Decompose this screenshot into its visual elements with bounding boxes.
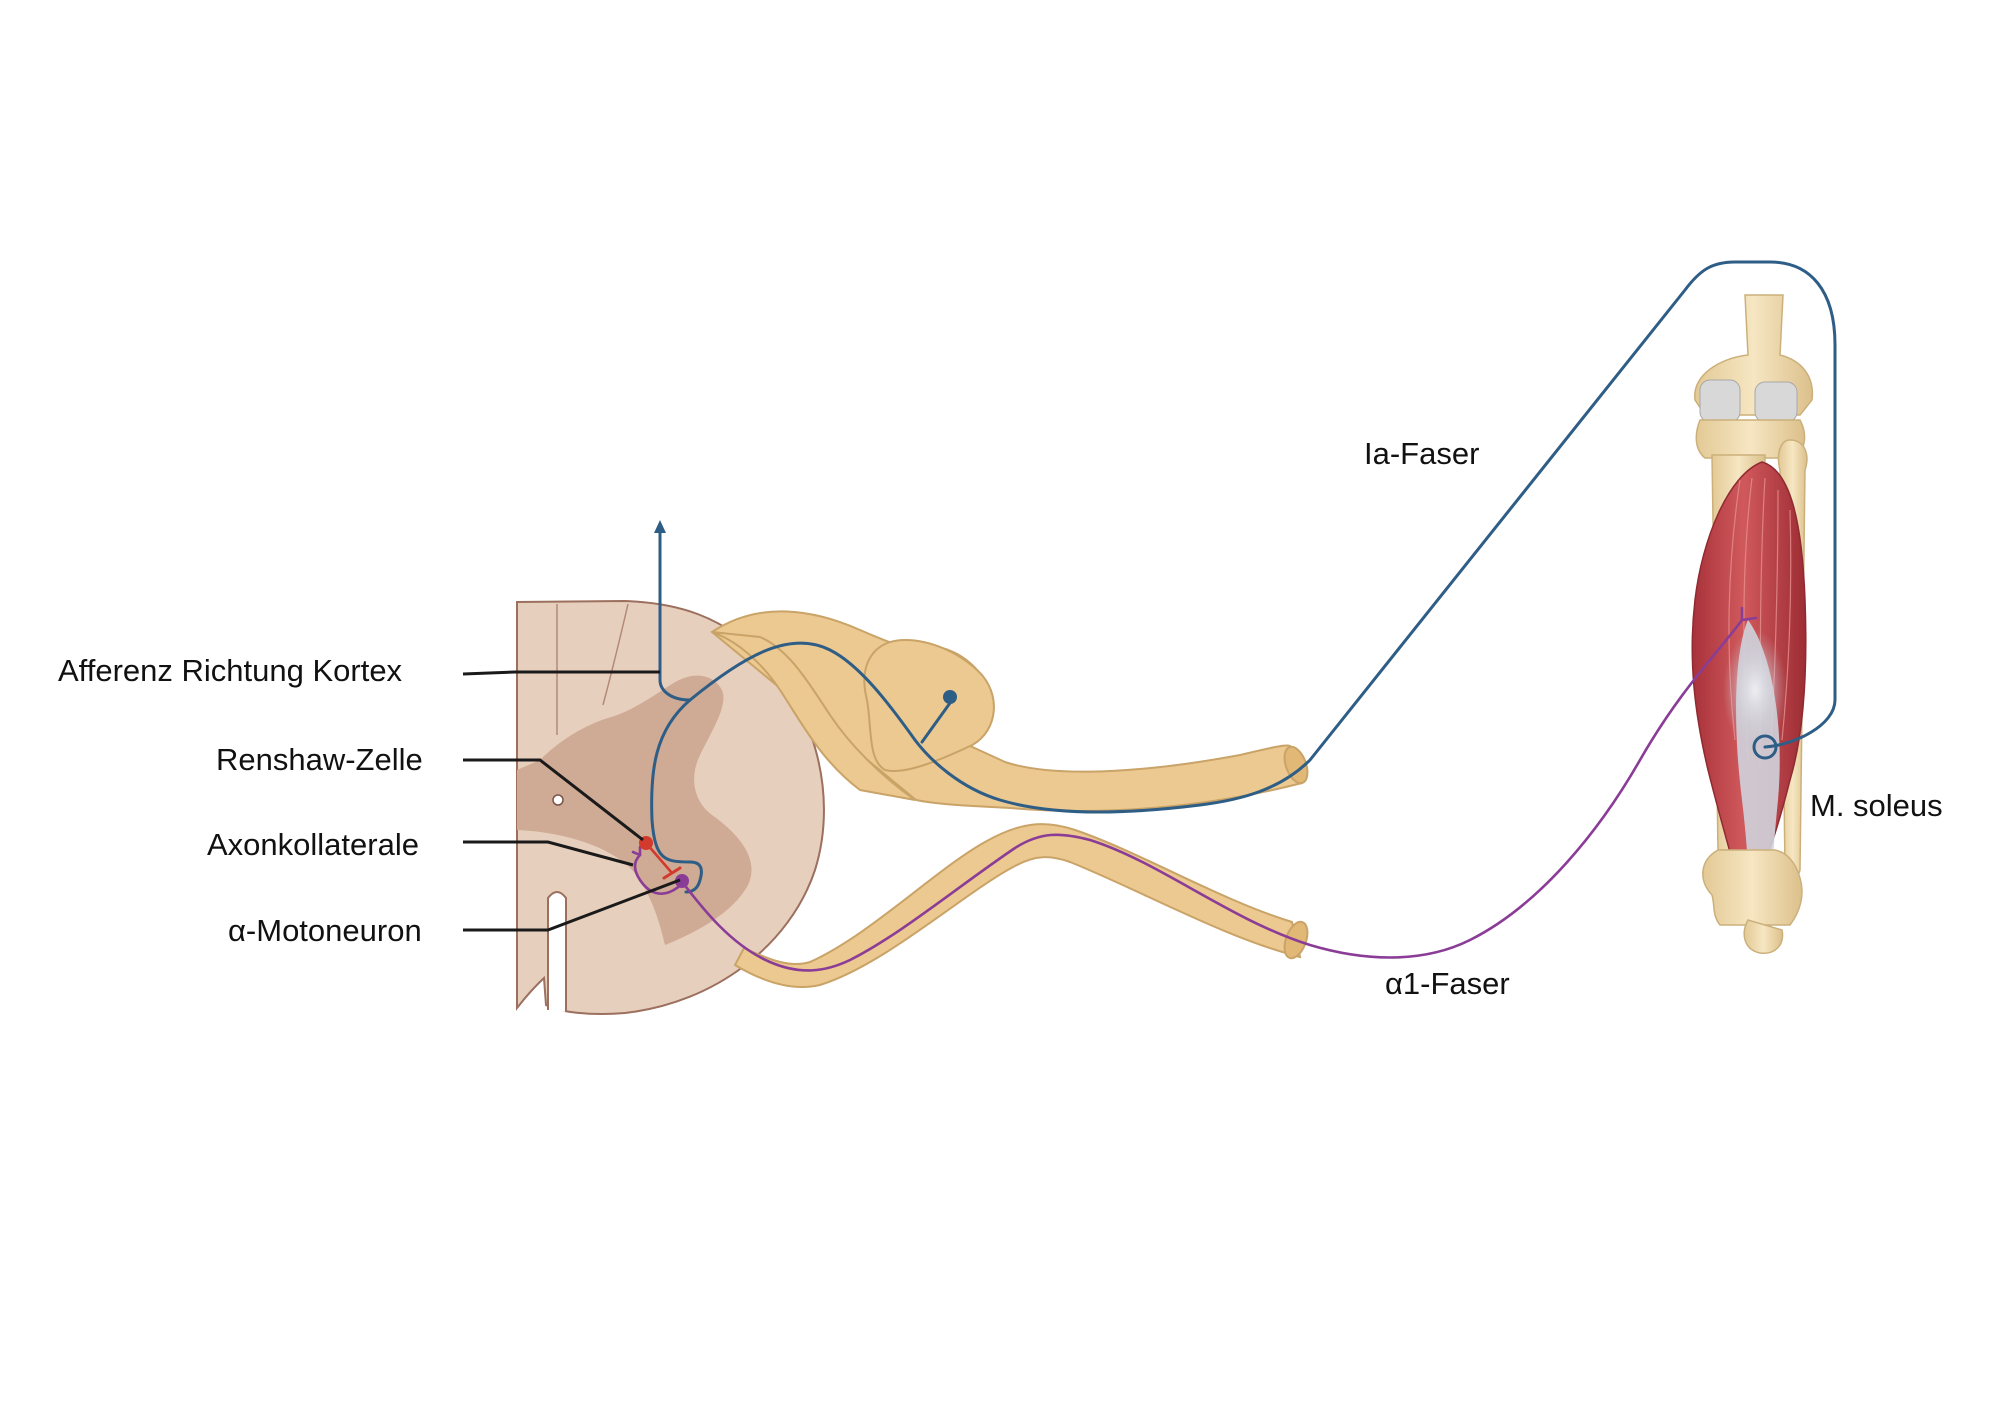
muscle-tendon-highlight	[1723, 630, 1787, 750]
ankle-bones	[1702, 849, 1803, 926]
dorsal-root-entry	[711, 631, 916, 801]
ia-fiber-path	[650, 260, 1837, 882]
dorsal-root-ganglion	[863, 638, 995, 772]
leader-motoneuron	[463, 878, 681, 932]
calcaneus	[1743, 919, 1784, 954]
spinal-cord	[516, 599, 825, 1015]
alpha-motoneuron-soma	[675, 874, 689, 888]
leader-axonkollaterale	[463, 840, 634, 867]
ia-fiber	[650, 260, 1837, 894]
label-ia-faser: Ia-Faser	[1364, 436, 1480, 471]
arrow-up-icon	[654, 520, 666, 533]
alpha-fiber-path	[681, 618, 1744, 972]
label-m-soleus: M. soleus	[1810, 788, 1943, 823]
knee-cartilage-left	[1699, 379, 1741, 423]
label-afferenz-richtung-kortex: Afferenz Richtung Kortex	[58, 653, 403, 688]
label-renshaw-zelle: Renshaw-Zelle	[216, 742, 423, 777]
axon-collateral	[633, 853, 685, 895]
central-canal	[552, 794, 564, 806]
ventral-median-fissure	[547, 891, 567, 1012]
spinal-cord-grey-matter	[517, 675, 752, 945]
leader-lines	[462, 670, 681, 932]
ia-fiber-terminal	[684, 878, 702, 894]
label-alpha1-faser: α1-Faser	[1385, 966, 1510, 1001]
label-alpha-motoneuron: α-Motoneuron	[228, 913, 422, 948]
motor-end-plate	[1740, 606, 1758, 622]
leader-renshaw	[463, 758, 644, 842]
ganglion-cell-body	[943, 690, 957, 704]
ia-fiber-ganglion-branch	[920, 701, 952, 744]
axon-collateral-terminal	[631, 845, 642, 857]
leg-illustration	[1691, 294, 1814, 954]
knee-cartilage-right	[1754, 381, 1798, 423]
muscle-spindle	[1752, 734, 1778, 760]
alpha-fiber	[631, 606, 1758, 972]
nerve-cut-end-upper	[1283, 745, 1309, 785]
label-axonkollaterale: Axonkollaterale	[207, 827, 419, 862]
leader-afferenz	[462, 670, 660, 676]
ia-fiber-ascending-branch	[658, 530, 692, 702]
renshaw-inhibitory-synapse	[662, 866, 682, 880]
dorsal-intermediate-septum	[602, 603, 629, 706]
